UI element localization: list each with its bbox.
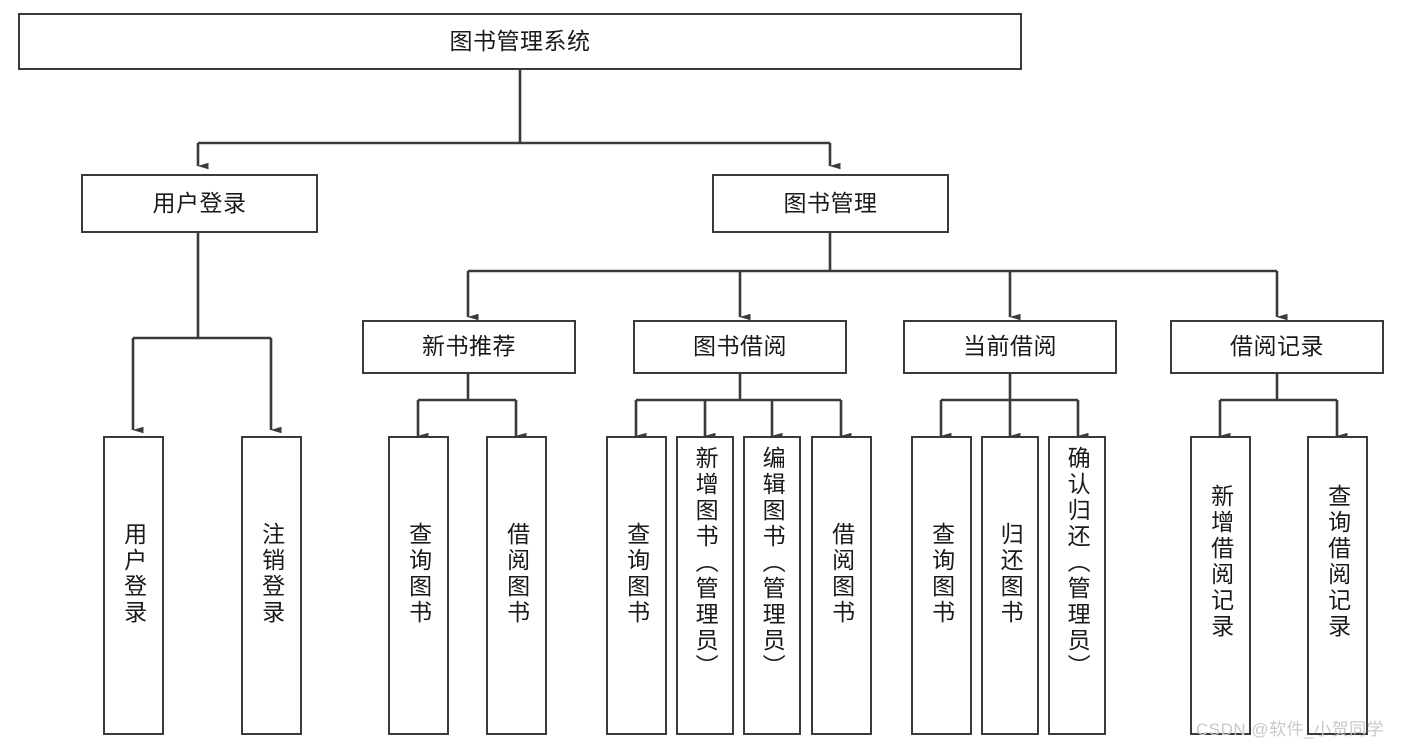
node-current-borrow[interactable]: 当前借阅 — [903, 320, 1117, 374]
node-book-borrow[interactable]: 图书借阅 — [633, 320, 847, 374]
leaf-add-book[interactable]: 新增图书（管理员） — [676, 436, 734, 735]
leaf-query-borrow-record[interactable]: 查询借阅记录 — [1307, 436, 1368, 735]
leaf-edit-book[interactable]: 编辑图书（管理员） — [743, 436, 801, 735]
node-label: 图书借阅 — [693, 333, 787, 360]
leaf-borrow-book-recommend[interactable]: 借阅图书 — [486, 436, 547, 735]
node-label: 借阅图书 — [828, 522, 855, 626]
node-root-system[interactable]: 图书管理系统 — [18, 13, 1022, 70]
node-label: 新增图书（管理员） — [692, 446, 719, 680]
leaf-confirm-return[interactable]: 确认归还（管理员） — [1048, 436, 1106, 735]
node-label: 查询图书 — [405, 522, 432, 626]
leaf-query-book-current[interactable]: 查询图书 — [911, 436, 972, 735]
node-label: 图书管理 — [783, 189, 878, 216]
node-label: 用户登录 — [152, 189, 247, 216]
node-label: 借阅图书 — [503, 522, 530, 626]
node-label: 图书管理系统 — [449, 27, 591, 54]
leaf-borrow-book[interactable]: 借阅图书 — [811, 436, 872, 735]
node-label: 注销登录 — [258, 522, 285, 626]
leaf-query-book-borrow[interactable]: 查询图书 — [606, 436, 667, 735]
node-label: 新书推荐 — [422, 333, 516, 360]
node-label: 查询图书 — [623, 522, 650, 626]
node-borrow-record[interactable]: 借阅记录 — [1170, 320, 1384, 374]
node-label: 归还图书 — [997, 522, 1024, 626]
node-label: 用户登录 — [120, 522, 147, 626]
node-label: 查询图书 — [928, 522, 955, 626]
leaf-logout-login[interactable]: 注销登录 — [241, 436, 302, 735]
node-label: 确认归还（管理员） — [1064, 446, 1091, 680]
leaf-return-book[interactable]: 归还图书 — [981, 436, 1039, 735]
node-label: 编辑图书（管理员） — [759, 446, 786, 680]
leaf-query-book-recommend[interactable]: 查询图书 — [388, 436, 449, 735]
node-new-book-recommend[interactable]: 新书推荐 — [362, 320, 576, 374]
node-label: 当前借阅 — [963, 333, 1057, 360]
leaf-add-borrow-record[interactable]: 新增借阅记录 — [1190, 436, 1251, 735]
node-book-manage[interactable]: 图书管理 — [712, 174, 949, 233]
node-label: 查询借阅记录 — [1324, 484, 1351, 640]
leaf-user-login[interactable]: 用户登录 — [103, 436, 164, 735]
node-label: 借阅记录 — [1230, 333, 1324, 360]
node-user-login[interactable]: 用户登录 — [81, 174, 318, 233]
node-label: 新增借阅记录 — [1207, 484, 1234, 640]
watermark: CSDN @软件_小贺同学 — [1196, 720, 1385, 739]
